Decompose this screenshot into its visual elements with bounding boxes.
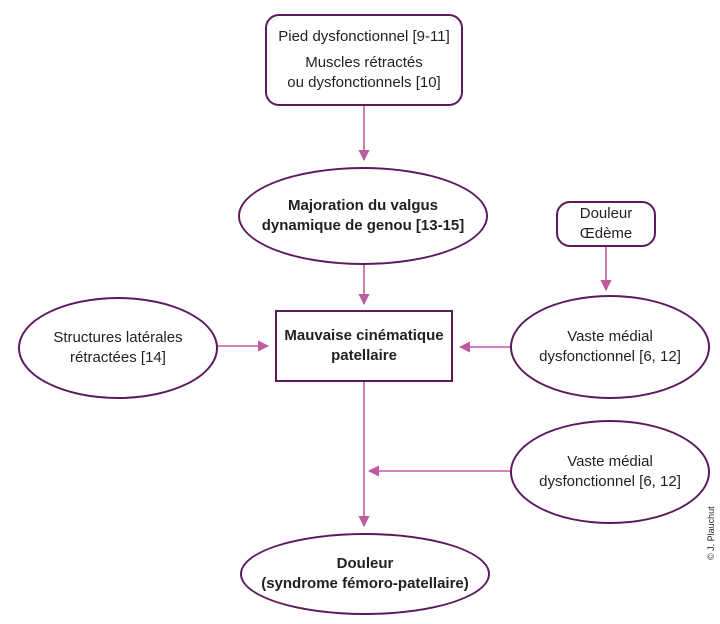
node-text: rétractées [14] bbox=[70, 349, 166, 366]
node-text: (syndrome fémoro-patellaire) bbox=[261, 575, 469, 592]
node-text: Pied dysfonctionnel [9-11] bbox=[278, 28, 450, 45]
node-text: dysfonctionnel [6, 12] bbox=[539, 348, 681, 365]
node-text: dysfonctionnel [6, 12] bbox=[539, 473, 681, 490]
pied-dysfonctionnel-box: Pied dysfonctionnel [9-11] Muscles rétra… bbox=[265, 14, 463, 106]
node-text: Majoration du valgus bbox=[287, 197, 438, 214]
douleur-syndrome-ellipse: Douleur (syndrome fémoro-patellaire) bbox=[240, 533, 490, 615]
node-text: Vaste médial bbox=[567, 453, 653, 470]
node-text: Vaste médial bbox=[567, 328, 653, 345]
node-text: dynamique de genou [13-15] bbox=[261, 217, 465, 234]
mauvaise-cinematique-box: Mauvaise cinématique patellaire bbox=[275, 310, 453, 382]
node-text: Muscles rétractés bbox=[305, 54, 423, 71]
douleur-oedeme-box: Douleur Œdème bbox=[556, 201, 656, 247]
valgus-dynamique-ellipse: Majoration du valgus dynamique de genou … bbox=[238, 167, 488, 265]
node-text: Mauvaise cinématique bbox=[284, 327, 444, 344]
structures-laterales-ellipse: Structures latérales rétractées [14] bbox=[18, 297, 218, 399]
vaste-medial-ellipse-top: Vaste médial dysfonctionnel [6, 12] bbox=[510, 295, 710, 399]
node-text: Structures latérales bbox=[53, 329, 183, 346]
copyright-credit: © J. Plauchut bbox=[706, 506, 716, 560]
node-text: ou dysfonctionnels [10] bbox=[287, 74, 441, 91]
node-text: Douleur bbox=[579, 205, 633, 222]
node-text: Œdème bbox=[579, 225, 633, 242]
node-text: Douleur bbox=[336, 555, 394, 572]
vaste-medial-ellipse-bottom: Vaste médial dysfonctionnel [6, 12] bbox=[510, 420, 710, 524]
node-text: patellaire bbox=[331, 347, 397, 364]
